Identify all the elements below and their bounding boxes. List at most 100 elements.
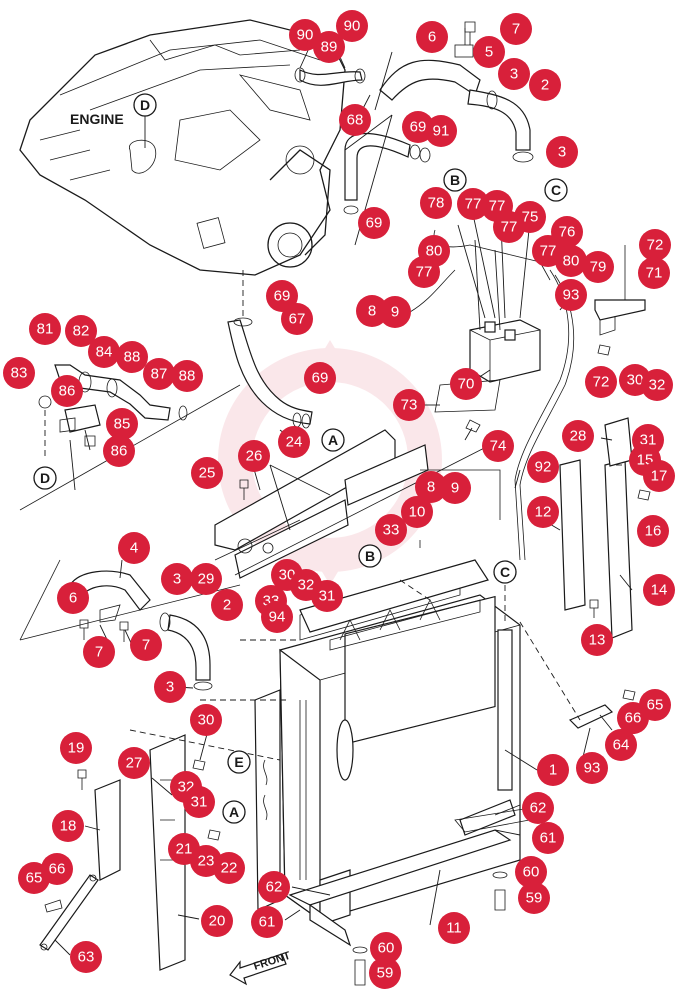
svg-text:77: 77	[501, 219, 518, 236]
callout-90: 90	[289, 19, 321, 51]
callout-7-left-b: 7	[130, 629, 162, 661]
callout-2-mid: 2	[211, 589, 243, 621]
callout-1: 1	[537, 754, 569, 786]
callout-16: 16	[637, 515, 669, 547]
callout-90b: 90	[336, 10, 368, 42]
svg-text:3: 3	[558, 144, 566, 161]
svg-text:64: 64	[613, 737, 630, 754]
svg-text:90: 90	[297, 27, 314, 44]
svg-text:6: 6	[428, 29, 436, 46]
callout-86a: 86	[51, 375, 83, 407]
callout-69-left: 69	[304, 362, 336, 394]
callout-62-right: 62	[522, 792, 554, 824]
svg-text:2: 2	[541, 77, 549, 94]
callout-2-top: 2	[529, 69, 561, 101]
callout-68: 68	[339, 104, 371, 136]
svg-text:18: 18	[60, 818, 77, 835]
callout-19: 19	[60, 732, 92, 764]
callout-18: 18	[52, 810, 84, 842]
callout-79: 79	[582, 251, 614, 283]
right-bracket-14	[604, 459, 633, 639]
svg-text:77: 77	[416, 264, 433, 281]
svg-text:70: 70	[458, 376, 475, 393]
svg-text:89: 89	[321, 39, 338, 56]
svg-text:A: A	[229, 804, 239, 820]
ref-a-upper: A	[321, 428, 345, 452]
svg-text:62: 62	[530, 800, 547, 817]
callout-74: 74	[482, 430, 514, 462]
callout-92: 92	[527, 451, 559, 483]
callout-67: 67	[281, 303, 313, 335]
callout-66-right: 66	[617, 702, 649, 734]
svg-text:93: 93	[584, 760, 601, 777]
svg-text:32: 32	[649, 377, 666, 394]
svg-text:63: 63	[78, 949, 95, 966]
svg-text:13: 13	[589, 632, 606, 649]
svg-text:22: 22	[221, 860, 238, 877]
callout-94: 94	[261, 601, 293, 633]
svg-text:86: 86	[59, 383, 76, 400]
svg-text:83: 83	[11, 365, 28, 382]
callout-12: 12	[527, 496, 559, 528]
svg-text:27: 27	[126, 755, 143, 772]
ref-b-lower: B	[358, 544, 382, 568]
svg-text:D: D	[140, 97, 150, 113]
svg-text:3: 3	[173, 571, 181, 588]
svg-text:21: 21	[176, 841, 193, 858]
svg-text:69: 69	[274, 288, 291, 305]
bracket-71	[594, 245, 646, 336]
svg-text:A: A	[328, 432, 338, 448]
callout-66-left: 66	[41, 853, 73, 885]
svg-text:84: 84	[96, 344, 113, 361]
engine-label: ENGINE	[70, 111, 124, 127]
svg-text:E: E	[234, 754, 243, 770]
svg-text:25: 25	[199, 465, 216, 482]
callout-88a: 88	[116, 341, 148, 373]
svg-text:72: 72	[593, 374, 610, 391]
strap-64	[568, 704, 614, 729]
svg-text:82: 82	[73, 323, 90, 340]
callout-88b: 88	[171, 360, 203, 392]
callout-77e: 77	[408, 256, 440, 288]
callouts: 90 89 90 6 7 5 3 2 3 68 69 91 69 78 77 7…	[3, 10, 675, 989]
callout-93-low: 93	[576, 752, 608, 784]
svg-text:D: D	[40, 470, 50, 486]
svg-text:2: 2	[223, 597, 231, 614]
svg-text:17: 17	[651, 468, 668, 485]
callout-73: 73	[393, 389, 425, 421]
svg-text:C: C	[500, 564, 510, 580]
callout-82: 82	[65, 315, 97, 347]
bottom-rail	[288, 807, 541, 947]
callout-8-top: 8	[356, 295, 388, 327]
svg-text:76: 76	[559, 224, 576, 241]
callout-31-mid: 31	[311, 580, 343, 612]
svg-text:85: 85	[114, 416, 131, 433]
svg-text:74: 74	[490, 438, 507, 455]
callout-71: 71	[638, 257, 670, 289]
callout-80b: 80	[555, 245, 587, 277]
hose-2-top	[379, 28, 534, 163]
callout-77a: 77	[457, 188, 489, 220]
svg-text:1: 1	[549, 762, 557, 779]
svg-text:75: 75	[522, 209, 539, 226]
callout-24: 24	[278, 426, 310, 458]
svg-text:60: 60	[523, 864, 540, 881]
callout-62-left: 62	[258, 871, 290, 903]
callout-8-mid: 8	[415, 471, 447, 503]
svg-text:91: 91	[433, 123, 450, 140]
hose-67	[227, 270, 313, 429]
svg-text:23: 23	[198, 853, 215, 870]
callout-14: 14	[643, 574, 675, 606]
callout-9-top: 9	[379, 296, 411, 328]
callout-9-mid: 9	[439, 472, 471, 504]
svg-text:24: 24	[286, 434, 303, 451]
svg-text:87: 87	[151, 366, 168, 383]
ref-d-engine: D	[133, 93, 157, 117]
callout-22: 22	[213, 852, 245, 884]
svg-text:6: 6	[69, 590, 77, 607]
svg-text:B: B	[450, 172, 460, 188]
callout-61-left: 61	[251, 906, 283, 938]
callout-83: 83	[3, 357, 35, 389]
svg-text:69: 69	[366, 215, 383, 232]
